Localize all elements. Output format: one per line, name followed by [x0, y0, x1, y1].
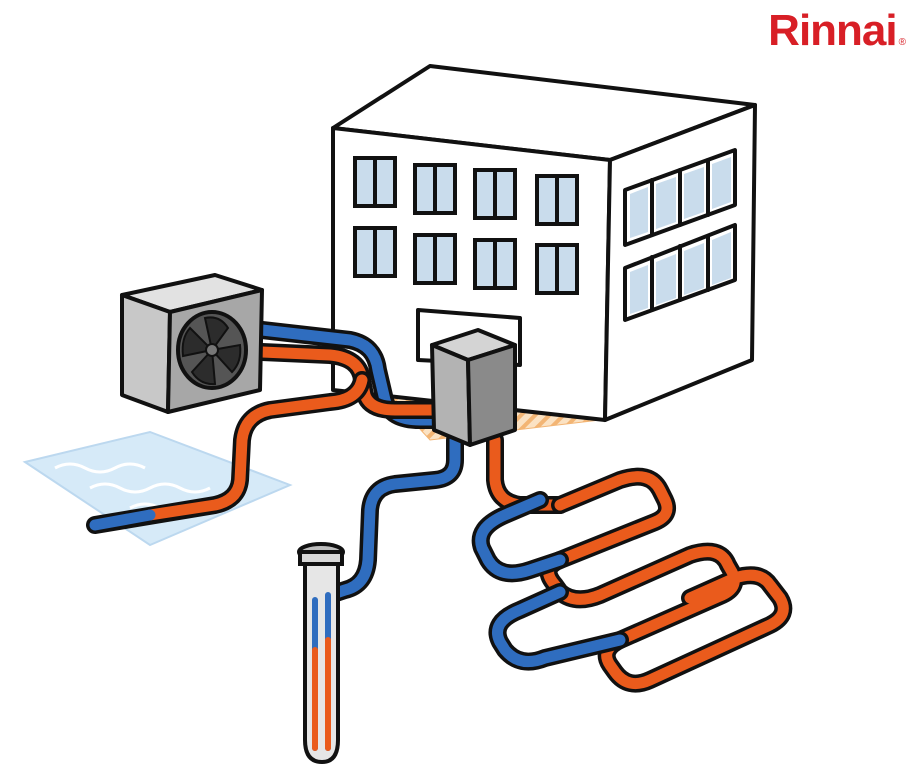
building — [331, 64, 757, 441]
rinnai-logo: Rinnai ® — [768, 6, 906, 56]
ground-probe-icon — [297, 542, 345, 765]
heat-pump-box-icon — [430, 328, 517, 447]
logo-wordmark: Rinnai — [768, 6, 897, 55]
front-windows — [353, 156, 579, 295]
logo-trademark: ® — [898, 37, 906, 48]
side-windows — [623, 148, 737, 322]
fan-outdoor-unit-icon — [120, 273, 264, 414]
floor-heating-coil — [471, 467, 793, 693]
